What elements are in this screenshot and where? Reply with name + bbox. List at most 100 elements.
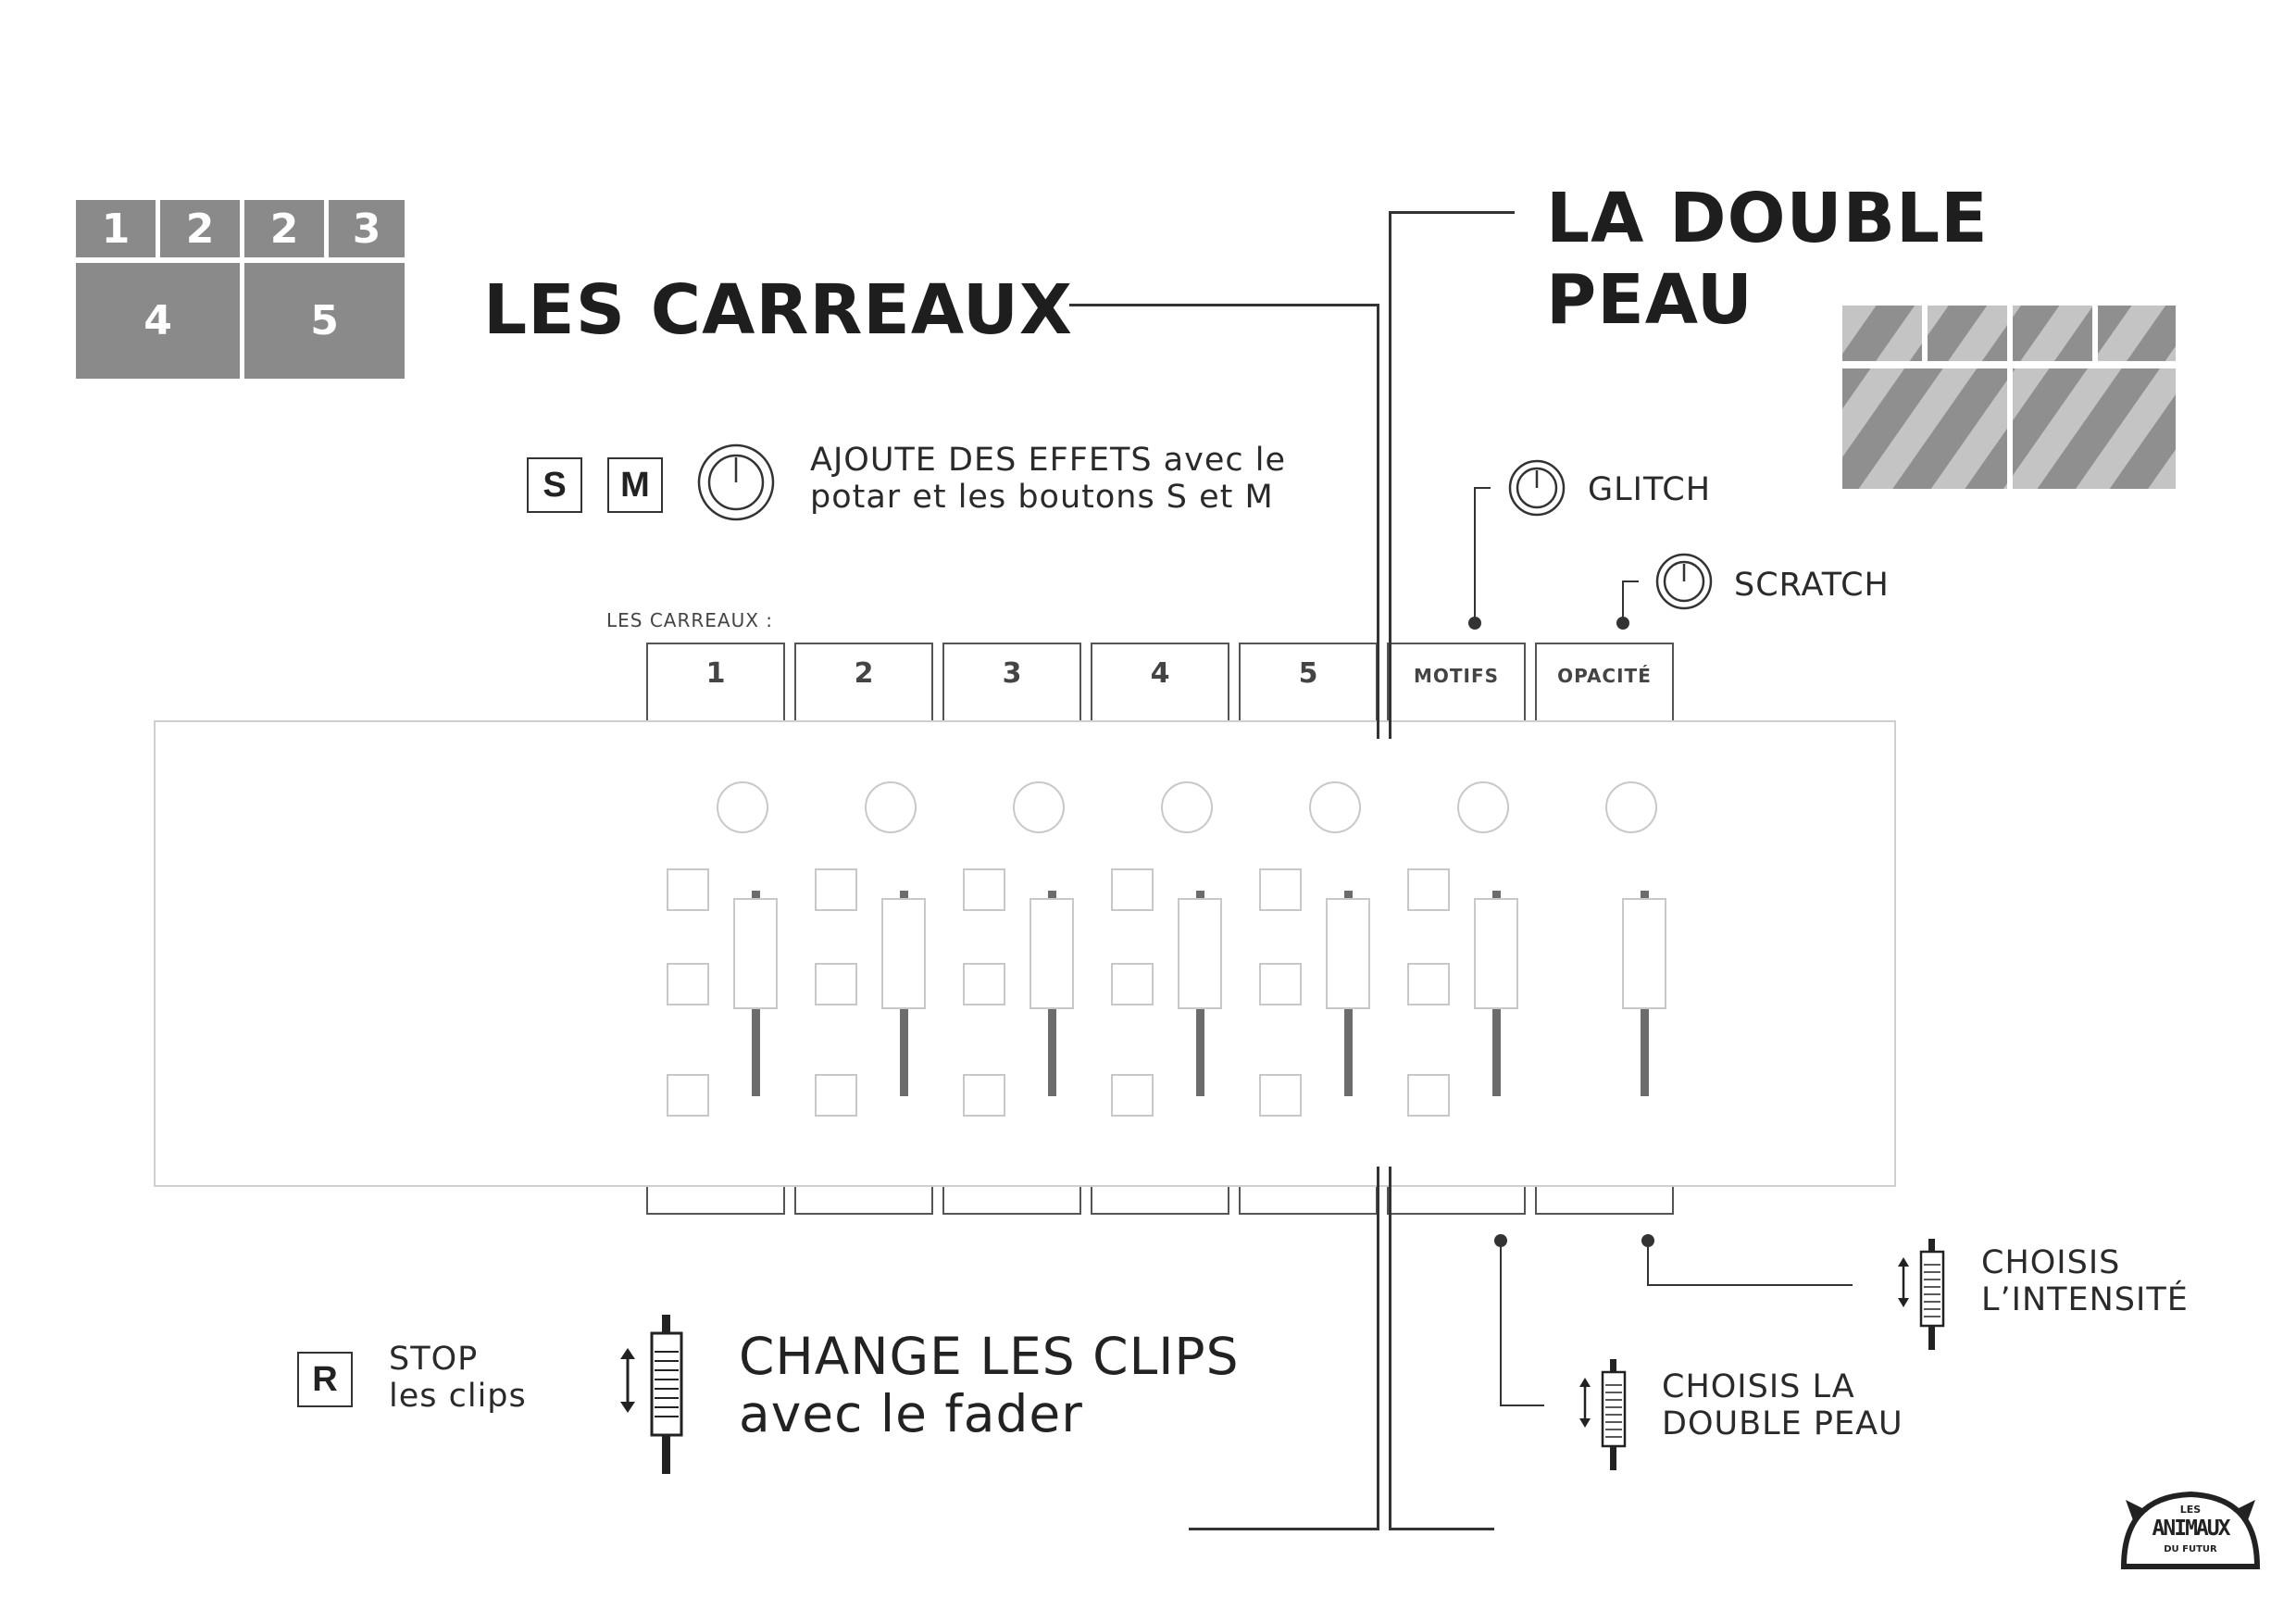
les-animaux-du-futur-logo: LES ANIMAUX DU FUTUR	[2116, 1485, 2265, 1570]
pad-r	[963, 1074, 1005, 1117]
midi-controller	[154, 720, 1896, 1187]
pad-s	[815, 868, 857, 911]
les-carreaux-underline	[1069, 304, 1379, 306]
channels-caption: LES CARREAUX :	[606, 609, 774, 631]
tile-4: 4	[76, 263, 240, 379]
channel-bottom-tab-1	[646, 1183, 785, 1215]
channel-knob	[717, 781, 768, 833]
scratch-label: SCRATCH	[1734, 567, 1890, 604]
fader-cap	[881, 898, 926, 1009]
pad-s	[963, 868, 1005, 911]
channel-bottom-tab-3	[942, 1183, 1081, 1215]
fader-cap	[1622, 898, 1666, 1009]
glitch-label: GLITCH	[1588, 471, 1712, 508]
pad-r	[815, 1074, 857, 1117]
m-key: M	[607, 457, 663, 513]
intensity-fader-label: CHOISIS L’INTENSITÉ	[1981, 1244, 2189, 1318]
channel-knob	[1309, 781, 1361, 833]
les-carreaux-bottom-line	[1189, 1528, 1379, 1530]
tile-5: 5	[244, 263, 405, 379]
channel-tab-motifs: MOTIFS	[1387, 643, 1526, 722]
effects-description-line1: AJOUTE DES EFFETS avec le	[810, 442, 1286, 479]
channel-knob	[1013, 781, 1065, 833]
tile-2: 2	[160, 200, 240, 257]
effects-description-line2: potar et les boutons S et M	[810, 479, 1274, 516]
les-carreaux-heading: LES CARREAUX	[483, 270, 1073, 350]
double-peau-fader-label: CHOISIS LA DOUBLE PEAU	[1662, 1368, 1903, 1442]
scratch-connector-dot	[1616, 617, 1629, 630]
channel-tab-5: 5	[1239, 643, 1378, 722]
channel-tab-2: 2	[794, 643, 933, 722]
double-peau-heading-line2: PEAU	[1546, 260, 1753, 340]
pad-r	[667, 1074, 709, 1117]
channel-knob	[1161, 781, 1213, 833]
pad-s	[1407, 868, 1450, 911]
intensity-fader-line2: L’INTENSITÉ	[1981, 1281, 2189, 1318]
double-peau-fader-line1: CHOISIS LA	[1662, 1368, 1855, 1405]
pad-r	[1111, 1074, 1154, 1117]
pad-m	[963, 963, 1005, 1005]
pad-r	[1407, 1074, 1450, 1117]
divider-left-top	[1377, 304, 1379, 739]
intensity-fader-line1: CHOISIS	[1981, 1244, 2121, 1281]
pad-m	[1111, 963, 1154, 1005]
fader-cap	[1474, 898, 1518, 1009]
intensity-connector-h	[1647, 1284, 1853, 1286]
up-down-arrow-icon	[620, 1348, 635, 1413]
logo-text-bottom: DU FUTUR	[2164, 1544, 2217, 1554]
tile-1: 1	[76, 200, 156, 257]
pad-s	[1259, 868, 1302, 911]
effects-description: AJOUTE DES EFFETS avec le potar et les b…	[810, 442, 1286, 516]
stop-clips-line2: les clips	[389, 1378, 527, 1415]
pad-m	[1259, 963, 1302, 1005]
channel-knob	[1457, 781, 1509, 833]
change-clips-line2: avec le fader	[739, 1384, 1083, 1443]
channel-bottom-tab-5	[1239, 1183, 1378, 1215]
double-peau-fader-line2: DOUBLE PEAU	[1662, 1405, 1903, 1442]
pad-s	[667, 868, 709, 911]
channel-bottom-tab-opacite	[1535, 1183, 1674, 1215]
fader-icon	[1579, 1359, 1627, 1470]
double-peau-heading: LA DOUBLE PEAU	[1546, 178, 1989, 341]
double-peau-heading-line1: LA DOUBLE	[1546, 179, 1989, 258]
divider-left-bottom	[1377, 1167, 1379, 1529]
channel-tab-4: 4	[1091, 643, 1229, 722]
scratch-connector-h	[1622, 581, 1639, 582]
fader-cap	[1326, 898, 1370, 1009]
knob-icon	[1655, 553, 1713, 610]
logo-emblem	[2120, 1491, 2261, 1569]
channel-tab-3: 3	[942, 643, 1081, 722]
pad-m	[815, 963, 857, 1005]
glitch-connector-v	[1474, 487, 1476, 622]
knob-icon	[697, 443, 775, 521]
fader-cap	[1178, 898, 1222, 1009]
channel-bottom-tab-2	[794, 1183, 933, 1215]
change-clips-text: CHANGE LES CLIPS avec le fader	[739, 1328, 1240, 1442]
divider-right-bottom	[1389, 1167, 1391, 1529]
channel-bottom-tab-4	[1091, 1183, 1229, 1215]
intensity-connector-v	[1647, 1241, 1649, 1285]
channel-knob	[865, 781, 917, 833]
channel-knob	[1605, 781, 1657, 833]
knob-icon	[1508, 459, 1566, 517]
change-clips-line1: CHANGE LES CLIPS	[739, 1327, 1240, 1386]
double-peau-bottom-line	[1389, 1528, 1494, 1530]
tile-2b: 2	[244, 200, 324, 257]
fader-icon	[1898, 1239, 1945, 1350]
logo-text-main: ANIMAUX	[2152, 1517, 2231, 1541]
fader-cap	[733, 898, 778, 1009]
fader-cap	[1029, 898, 1074, 1009]
double-peau-overline	[1389, 211, 1515, 214]
divider-right-top	[1389, 211, 1391, 739]
r-key: R	[297, 1352, 353, 1407]
striped-tile-grid	[1842, 306, 2176, 489]
channel-tab-1: 1	[646, 643, 785, 722]
glitch-connector-h	[1474, 487, 1491, 489]
tile-3: 3	[329, 200, 405, 257]
double-peau-connector-v	[1500, 1241, 1502, 1405]
s-key: S	[527, 457, 582, 513]
double-peau-connector-h	[1500, 1405, 1544, 1406]
pad-m	[1407, 963, 1450, 1005]
scratch-connector-v	[1622, 581, 1624, 623]
pad-s	[1111, 868, 1154, 911]
